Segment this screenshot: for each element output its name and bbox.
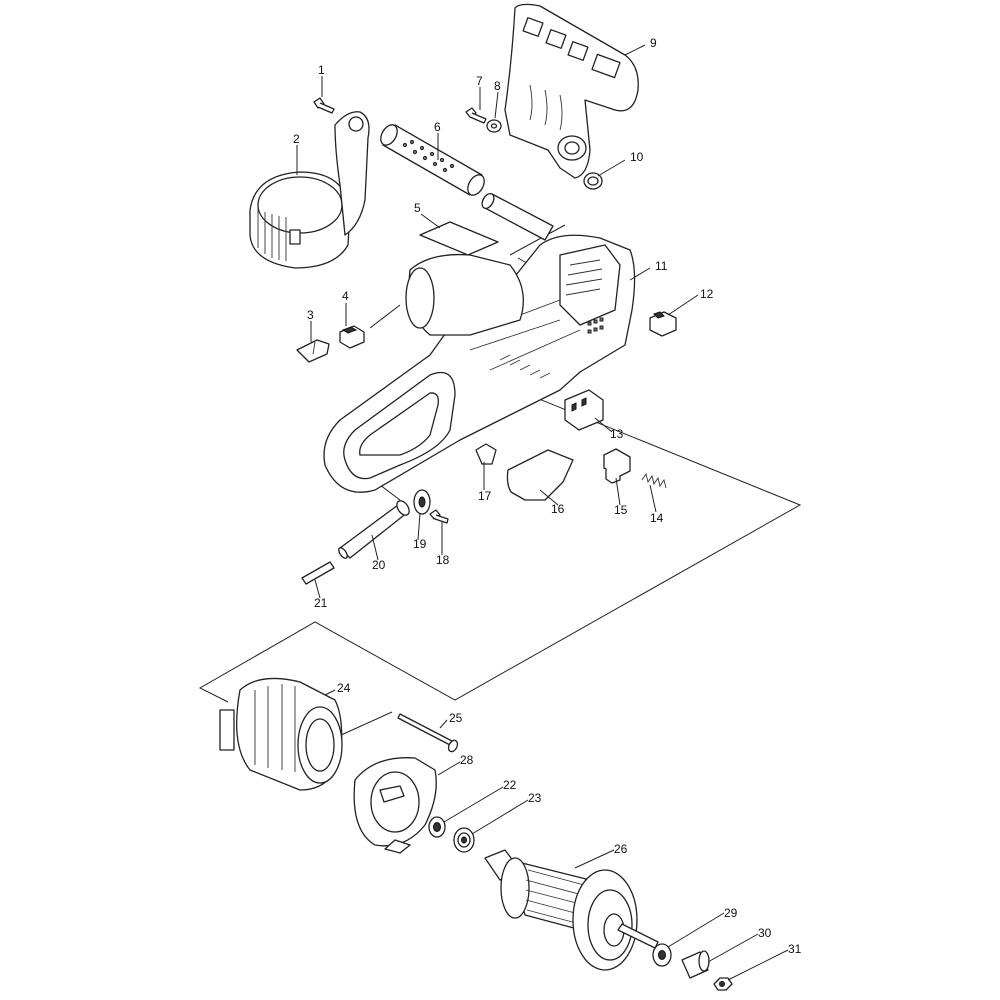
label-part-2: 2 — [293, 132, 300, 146]
part-2-hand-guard — [249, 111, 370, 269]
part-10-ring — [583, 172, 603, 190]
part-17-clip — [475, 443, 497, 465]
part-23-bearing — [453, 827, 475, 853]
part-20-cord-guard — [338, 500, 410, 559]
part-6-tube — [380, 124, 485, 196]
leader-lines — [296, 44, 789, 981]
part-24-field — [219, 677, 343, 791]
label-part-7: 7 — [476, 74, 483, 88]
part-26-armature — [484, 849, 659, 971]
part-11-housing — [323, 234, 636, 493]
label-part-20: 20 — [372, 558, 386, 572]
label-part-9: 9 — [650, 36, 657, 50]
part-12-switch — [649, 311, 677, 337]
label-part-14: 14 — [650, 511, 664, 525]
label-part-24: 24 — [337, 681, 351, 695]
label-part-5: 5 — [414, 201, 421, 215]
label-part-22: 22 — [503, 778, 517, 792]
label-part-13: 13 — [610, 427, 624, 441]
part-30-sleeve — [681, 950, 710, 979]
label-part-17: 17 — [478, 489, 492, 503]
label-part-21: 21 — [314, 596, 328, 610]
label-part-19: 19 — [413, 537, 427, 551]
label-part-4: 4 — [342, 289, 349, 303]
part-15-lock-button — [603, 448, 631, 484]
label-part-16: 16 — [551, 502, 565, 516]
part-21-cord — [301, 561, 335, 585]
part-5-label — [419, 221, 499, 256]
label-part-3: 3 — [307, 308, 314, 322]
label-part-8: 8 — [494, 79, 501, 93]
part-19-strain-relief-clamp — [413, 489, 431, 515]
part-29-bearing — [652, 943, 672, 967]
label-part-15: 15 — [614, 503, 628, 517]
shaft — [481, 192, 554, 241]
label-part-1: 1 — [318, 63, 325, 77]
part-25-screw — [397, 713, 459, 753]
label-part-10: 10 — [630, 150, 644, 164]
label-part-26: 26 — [614, 842, 628, 856]
label-part-11: 11 — [655, 259, 668, 273]
label-part-12: 12 — [700, 287, 714, 301]
part-3-lever — [296, 339, 330, 363]
part-1-screw — [313, 97, 335, 114]
motor-housing — [405, 253, 524, 336]
part-22-bearing — [428, 816, 446, 838]
part-18-screw — [429, 509, 449, 524]
part-14-spring — [641, 472, 667, 489]
part-7-screw — [465, 107, 487, 124]
label-part-31: 31 — [788, 942, 802, 956]
label-part-30: 30 — [758, 926, 772, 940]
part-4-block — [339, 325, 365, 349]
part-31-nut — [713, 977, 733, 991]
part-9-front-handle — [504, 3, 639, 179]
label-part-29: 29 — [724, 906, 738, 920]
label-part-23: 23 — [528, 791, 542, 805]
part-number-labels: 1 2 3 4 5 6 7 8 9 10 11 12 13 14 15 16 1… — [293, 36, 802, 956]
part-16-trigger — [506, 449, 574, 501]
label-part-6: 6 — [434, 120, 441, 134]
part-8-washer — [486, 119, 502, 133]
label-part-18: 18 — [436, 553, 450, 567]
part-28-baffle-plate — [353, 757, 437, 854]
part-13-switch-unit — [564, 389, 604, 431]
label-part-28: 28 — [460, 753, 474, 767]
label-part-25: 25 — [449, 711, 463, 725]
